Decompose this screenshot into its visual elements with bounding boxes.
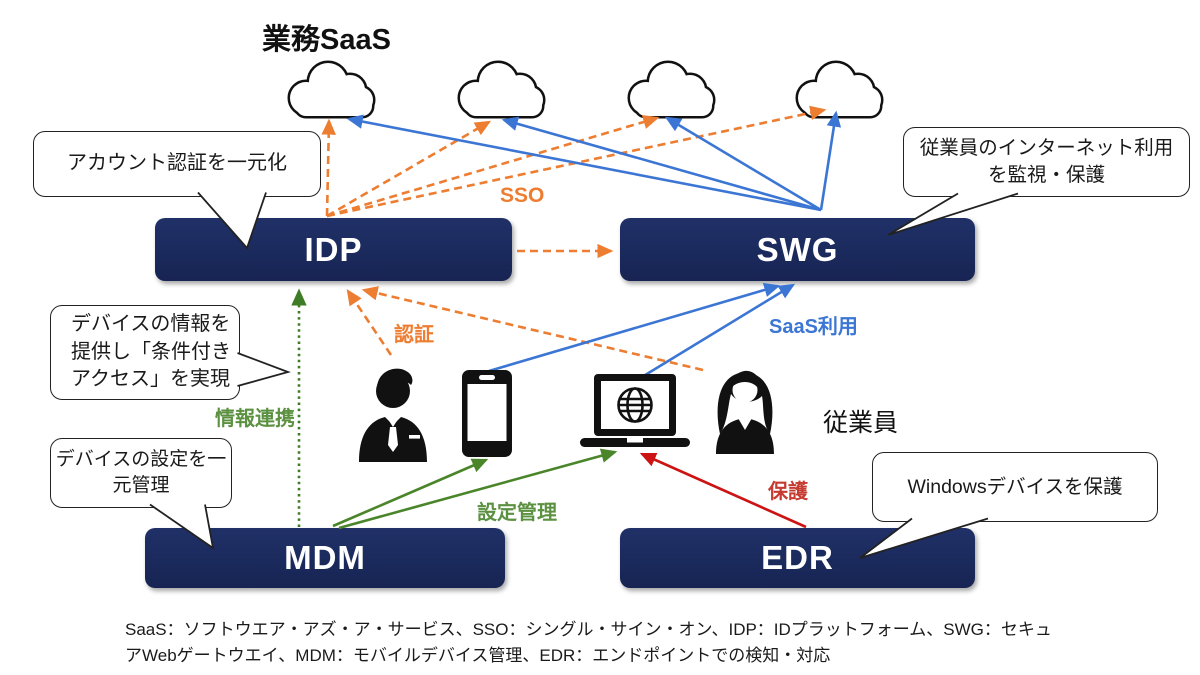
config-mgmt-label: 設定管理 <box>477 502 557 524</box>
sso-label: SSO <box>500 184 545 207</box>
swg-arrow-cloud3 <box>664 116 822 212</box>
cloud-icon <box>798 63 881 116</box>
idp-box: IDP <box>155 218 512 281</box>
idp-box-label: IDP <box>304 230 363 268</box>
caption: SaaS：ソフトウエア・アズ・ア・サービス、SSO：シングル・サイン・オン、ID… <box>125 617 1052 670</box>
sso-arrow-cloud1 <box>321 118 336 217</box>
callout-line: 従業員のインターネット利用 <box>919 137 1174 160</box>
callout-line: Windowsデバイスを保護 <box>907 475 1123 498</box>
callout-windows-protect: Windowsデバイスを保護 <box>872 452 1158 522</box>
callout-tail <box>237 352 291 387</box>
mdm-to-phone-arrow <box>332 458 489 528</box>
callout-line: アクセス」を実現 <box>71 368 230 391</box>
auth-arrow-male <box>346 288 393 356</box>
callout-line: アカウント認証を一元化 <box>67 152 287 175</box>
swg-arrow-cloud2 <box>501 116 822 212</box>
smartphone-icon <box>462 370 512 457</box>
edr-box: EDR <box>620 528 975 588</box>
swg-box: SWG <box>620 218 975 281</box>
person-female-icon <box>716 370 774 454</box>
laptop-icon <box>580 374 690 447</box>
auth-label: 認証 <box>394 324 434 346</box>
callout-line: を監視・保護 <box>987 164 1105 186</box>
callout-line: デバイスの情報を <box>71 313 231 336</box>
callout-line: 提供し「条件付き <box>71 340 231 363</box>
person-male-icon <box>359 368 427 462</box>
employee-label: 従業員 <box>823 409 899 437</box>
callout-account-auth: アカウント認証を一元化 <box>33 131 321 197</box>
diagram-title: 業務SaaS <box>262 24 391 56</box>
callout-line: デバイスの設定を一 <box>55 448 227 470</box>
cloud-icon <box>290 63 373 116</box>
saas-use-label: SaaS利用 <box>769 316 858 338</box>
sso-arrow-cloud4 <box>326 105 827 218</box>
caption-line-1: SaaS：ソフトウエア・アズ・ア・サービス、SSO：シングル・サイン・オン、ID… <box>125 620 1052 639</box>
swg-arrow-cloud1 <box>346 114 822 212</box>
callout-internet-monitor: 従業員のインターネット利用 を監視・保護 <box>903 127 1190 197</box>
mdm-box-label: MDM <box>284 539 366 576</box>
swg-box-label: SWG <box>756 230 839 268</box>
edr-box-label: EDR <box>761 539 834 576</box>
protect-label: 保護 <box>768 481 808 503</box>
callout-device-config: デバイスの設定を一 元管理 <box>50 438 232 508</box>
swg-arrow-cloud4 <box>819 110 842 211</box>
sso-arrow-cloud3 <box>326 114 660 218</box>
phone-to-swg-arrow <box>488 282 781 373</box>
caption-line-2: アWebゲートウエイ、MDM：モバイルデバイス管理、EDR：エンドポイントでの検… <box>125 646 831 666</box>
cloud-icon <box>460 63 543 116</box>
sso-arrow-cloud2 <box>326 120 492 218</box>
mdm-box: MDM <box>145 528 505 588</box>
cloud-icon <box>630 63 713 116</box>
globe-icon <box>617 387 653 423</box>
config-mgmt-arrows-group <box>332 448 618 530</box>
callout-device-info: デバイスの情報を 提供し「条件付き アクセス」を実現 <box>50 305 240 400</box>
info-link-label: 情報連携 <box>215 408 295 430</box>
callout-line: 元管理 <box>112 475 170 496</box>
